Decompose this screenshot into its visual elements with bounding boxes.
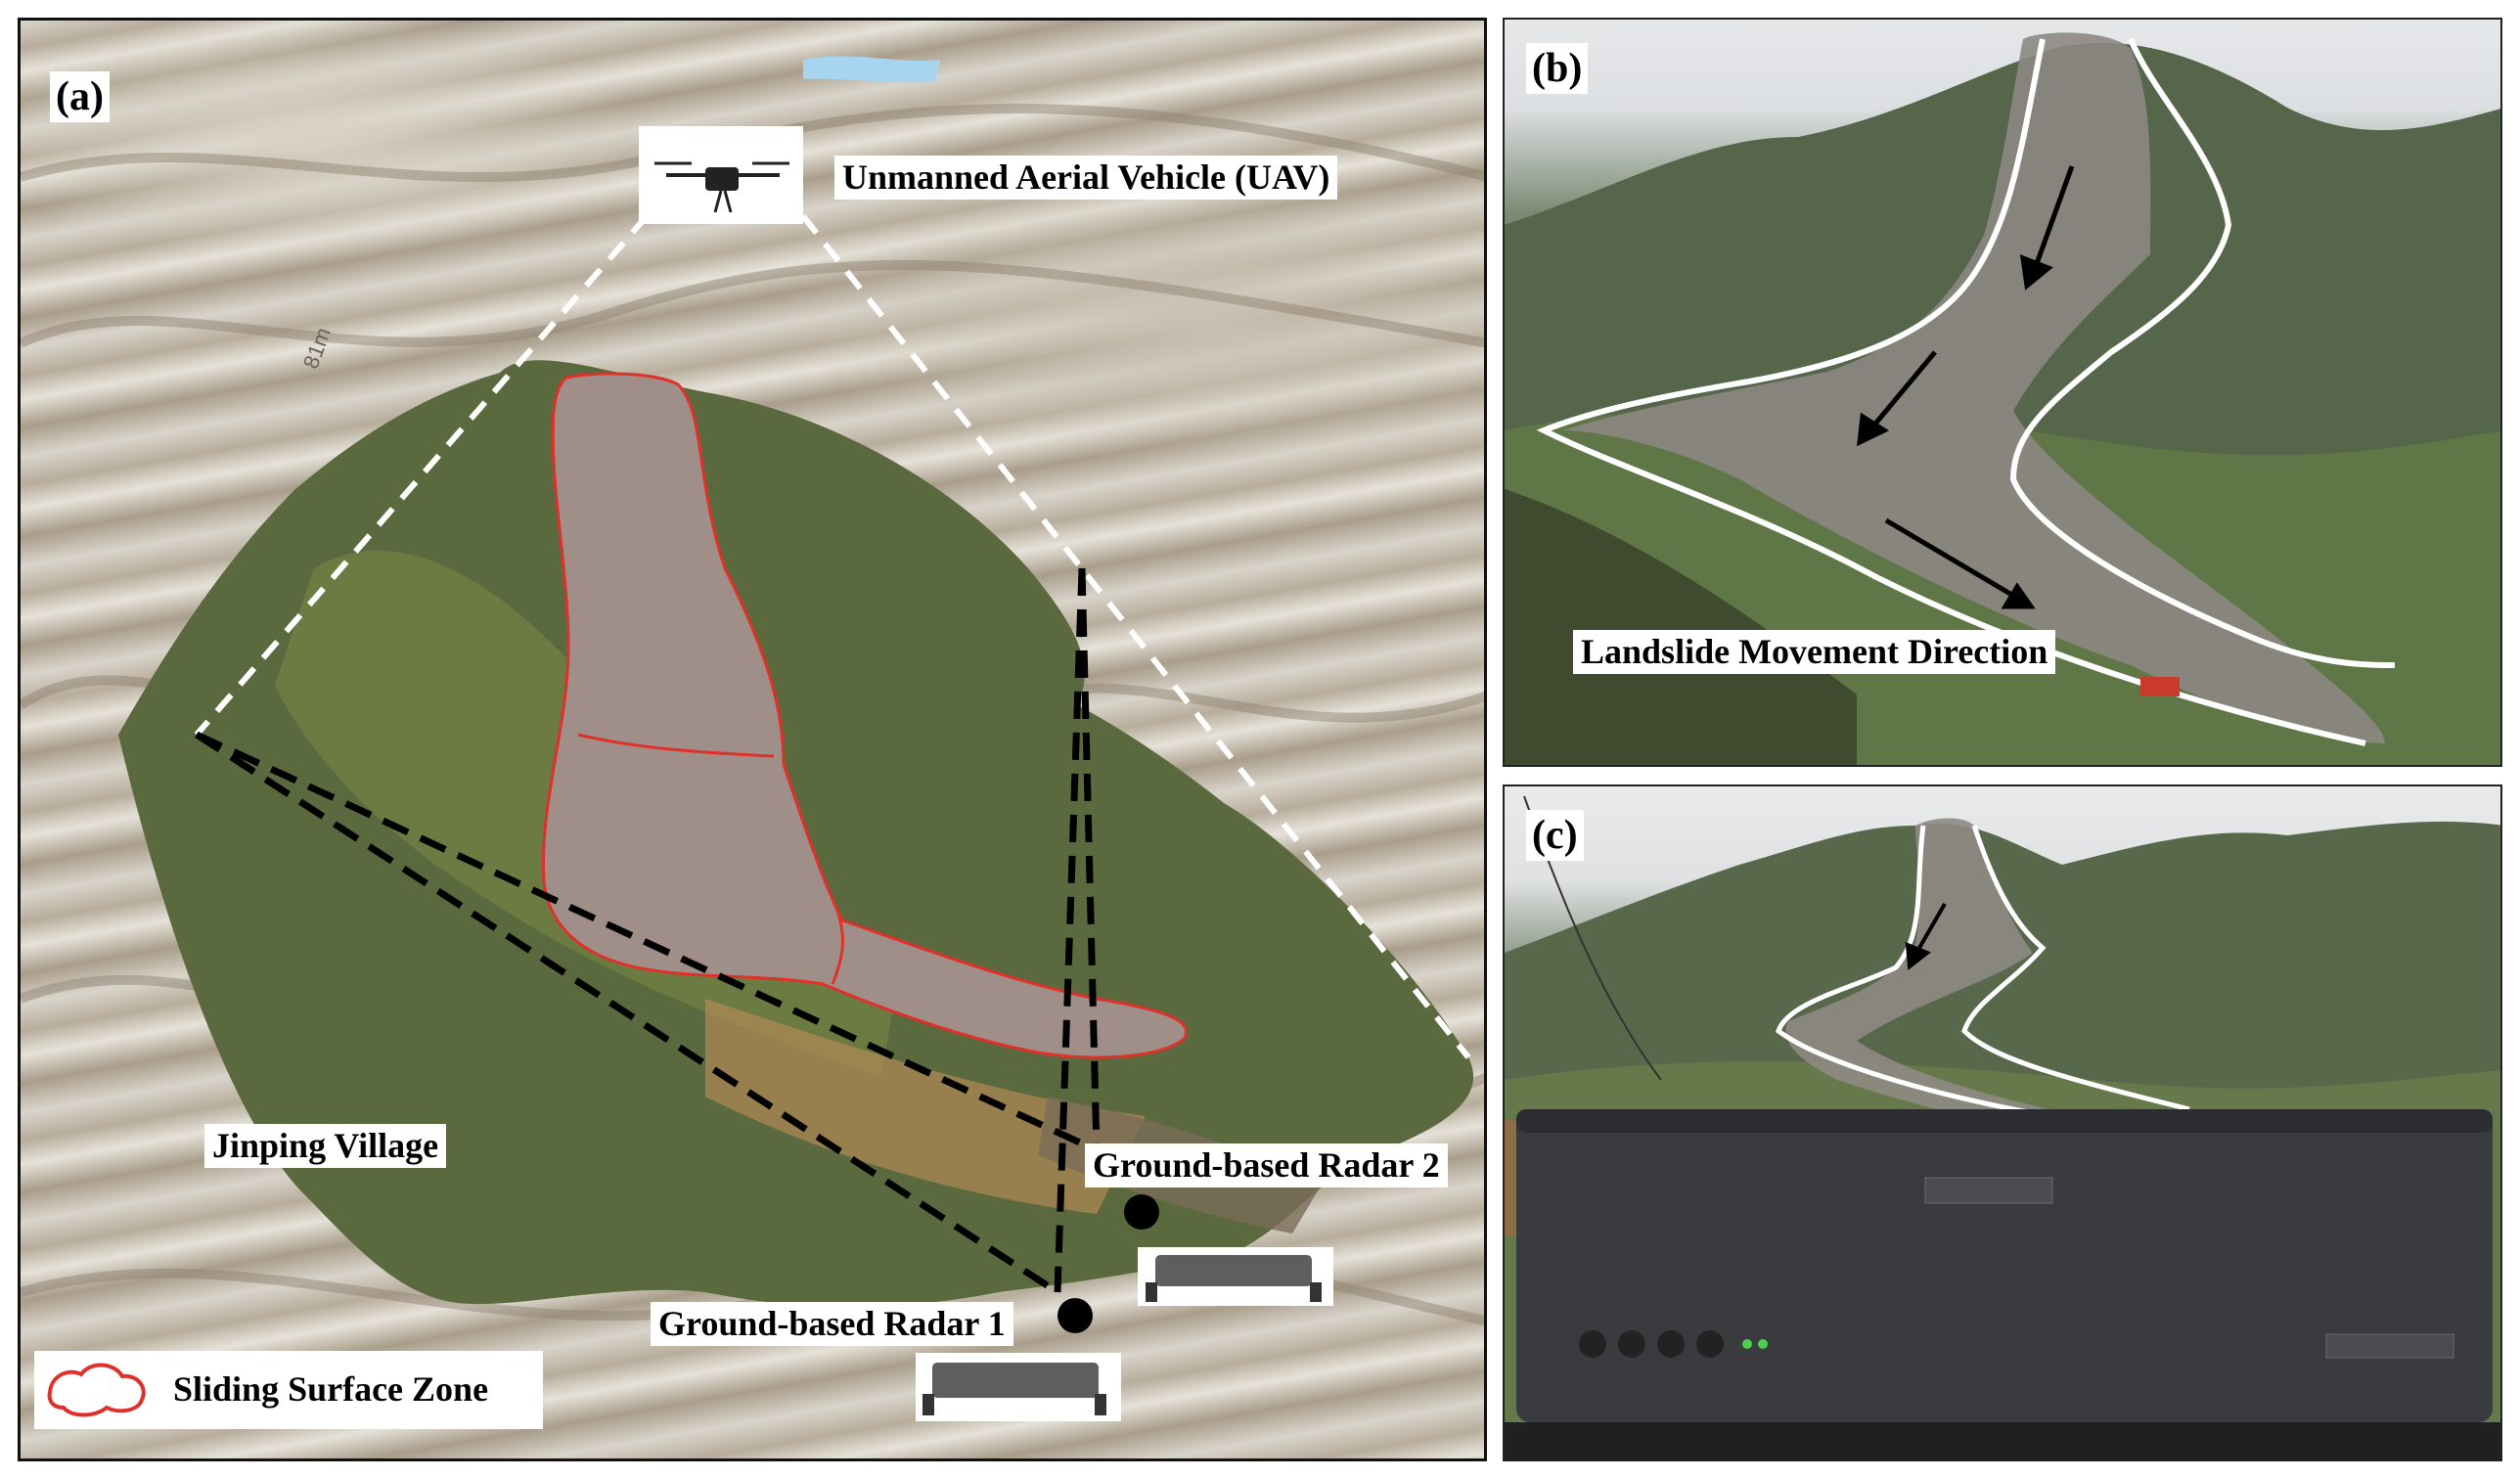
uav-view-lines [194, 214, 1471, 1059]
panel-c-graphics [1505, 795, 2500, 1459]
movement-direction-label: Landslide Movement Direction [1573, 630, 2056, 675]
landslide-body [1563, 32, 2385, 743]
legend-sliding-zone-symbol [34, 1351, 543, 1429]
panel-a: (a) Unmanned Aerial Vehicle (UAV) Jinpin… [18, 18, 1487, 1461]
ground-radar-device [1505, 1109, 2500, 1459]
uav-icon [639, 126, 803, 224]
radar-1-marker [1058, 1298, 1093, 1333]
sliding-surface-zone [541, 372, 1188, 1059]
radar-2-marker [1124, 1194, 1159, 1230]
landslide-body-far [1785, 818, 2189, 1141]
panel-b: (b) Landslide Movement Direction [1503, 18, 2502, 767]
panel-b-graphics [1505, 32, 2500, 765]
panel-a-graphics [21, 56, 1484, 1429]
radar-2-label: Ground-based Radar 2 [1085, 1143, 1448, 1188]
legend-label: Sliding Surface Zone [173, 1369, 489, 1409]
movement-arrow [1905, 903, 1947, 970]
jinping-village-label: Jinping Village [204, 1124, 447, 1169]
panel-b-letter: (b) [1526, 43, 1589, 95]
radar-sight-lines [195, 567, 1101, 1295]
uav-label: Unmanned Aerial Vehicle (UAV) [834, 156, 1338, 201]
radar-1-device-icon [916, 1353, 1121, 1421]
panel-c-letter: (c) [1526, 810, 1584, 862]
radar-2-device-icon [1138, 1247, 1333, 1306]
radar-1-label: Ground-based Radar 1 [651, 1302, 1013, 1347]
red-machinery [2140, 677, 2180, 696]
panel-c: (c) [1503, 784, 2502, 1461]
river [803, 56, 940, 83]
movement-arrows [1856, 165, 2075, 609]
panel-a-letter: (a) [50, 71, 110, 123]
